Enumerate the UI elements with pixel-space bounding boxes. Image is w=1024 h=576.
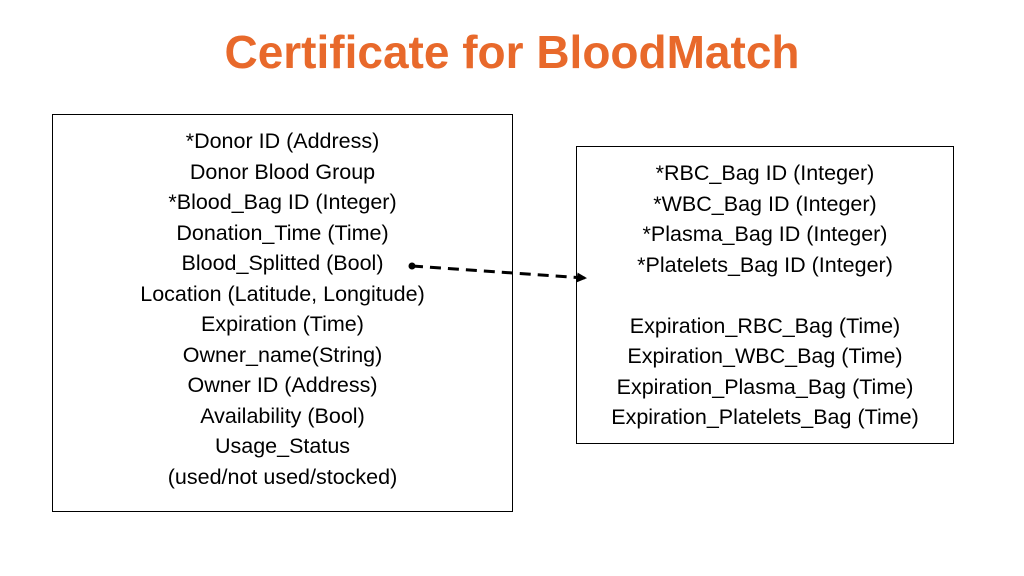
field-spacer: [577, 280, 953, 311]
field-expiration-platelets: Expiration_Platelets_Bag (Time): [611, 405, 919, 429]
field-owner-name: Owner_name(String): [182, 342, 383, 367]
field-rbc-bag-id: *RBC_Bag ID (Integer): [655, 161, 875, 185]
field-expiration-plasma: Expiration_Plasma_Bag (Time): [616, 374, 914, 399]
field-expiration-wbc: Expiration_WBC_Bag (Time): [627, 344, 903, 368]
field-blood-splitted: Blood_Splitted (Bool): [181, 251, 384, 275]
field-donor-blood-group: Donor Blood Group: [189, 159, 376, 184]
field-location: Location (Latitude, Longitude): [140, 281, 425, 306]
field-blood-bag-id: *Blood_Bag ID (Integer): [168, 190, 397, 214]
field-expiration: Expiration (Time): [201, 312, 364, 336]
blood-bag-certificate-box: *Donor ID (Address) Donor Blood Group *B…: [52, 114, 513, 512]
field-expiration-rbc: Expiration_RBC_Bag (Time): [629, 313, 901, 338]
field-wbc-bag-id: *WBC_Bag ID (Integer): [653, 191, 877, 216]
split-bags-box: *RBC_Bag ID (Integer) *WBC_Bag ID (Integ…: [576, 146, 954, 444]
field-donation-time: Donation_Time (Time): [176, 220, 389, 245]
field-usage-status-values: (used/not used/stocked): [167, 464, 398, 489]
field-plasma-bag-id: *Plasma_Bag ID (Integer): [642, 222, 888, 246]
field-owner-id: Owner ID (Address): [187, 373, 378, 397]
field-availability: Availability (Bool): [200, 403, 365, 428]
slide-title: Certificate for BloodMatch: [224, 26, 800, 78]
field-usage-status: Usage_Status: [214, 434, 351, 458]
field-platelets-bag-id: *Platelets_Bag ID (Integer): [637, 252, 893, 277]
field-donor-id: *Donor ID (Address): [185, 129, 380, 153]
